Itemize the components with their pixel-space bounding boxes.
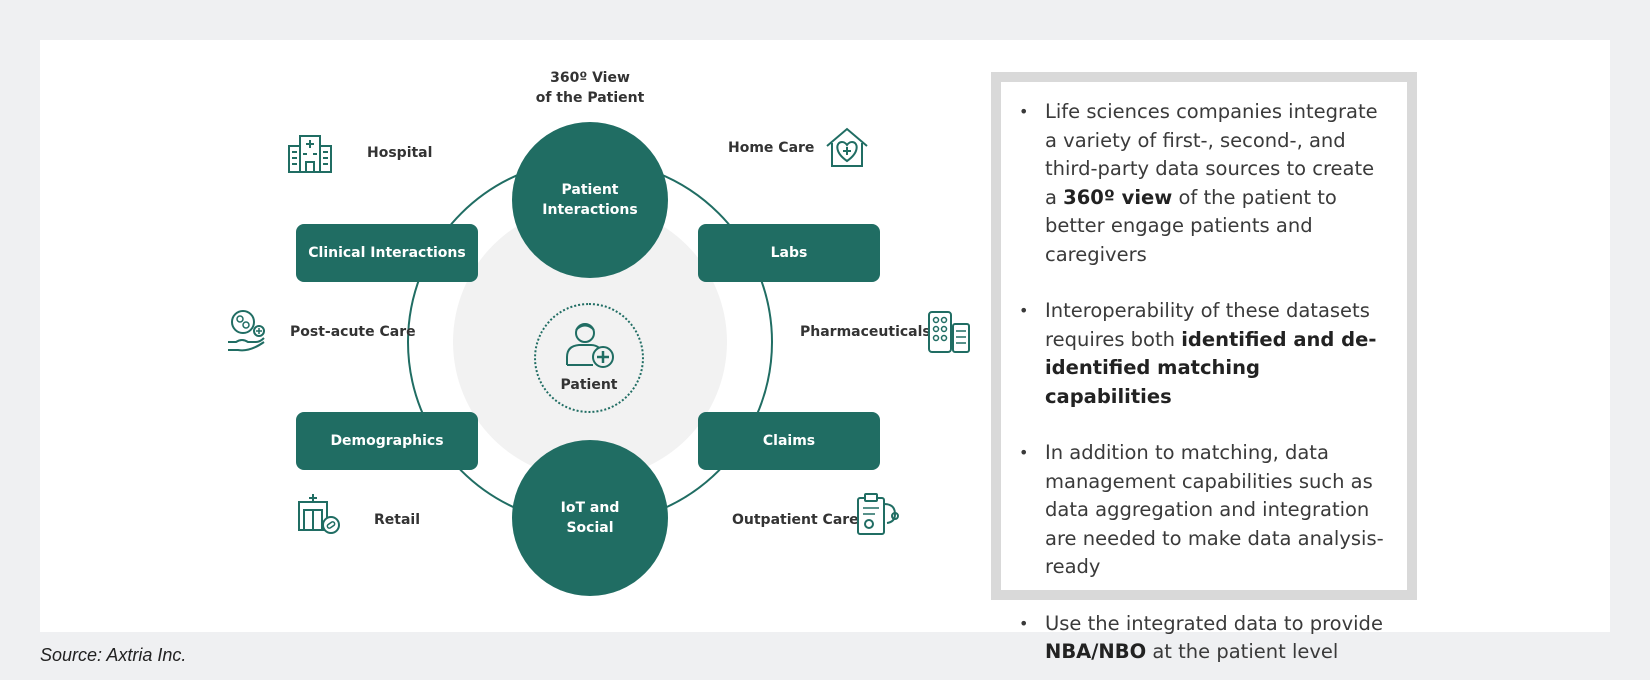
labs-node: Labs <box>698 224 880 282</box>
key-point-2-emphasis: identified and de-identified matching ca… <box>1045 327 1377 408</box>
post-acute-care-icon <box>228 310 265 352</box>
key-point-4-text: Use the integrated data to provide <box>1045 611 1383 635</box>
demographics-node: Demographics <box>296 412 478 470</box>
key-point-1-text: Life sciences companies integrate a vari… <box>1045 100 1378 209</box>
bullet-dot: • <box>1019 301 1029 320</box>
key-point-2-text: Interoperability of these datasets requi… <box>1045 299 1370 351</box>
source-label: Source <box>40 645 98 665</box>
key-point-4: • Use the integrated data to provide NBA/… <box>1015 610 1387 667</box>
outpatient-care-icon <box>857 493 899 535</box>
pharmaceuticals-icon <box>928 311 970 353</box>
hospital-label: Hospital <box>367 145 433 161</box>
iot-social-line-2: Social <box>566 520 614 536</box>
home-care-icon <box>826 127 868 167</box>
post-acute-care-label: Post-acute Care <box>290 324 416 340</box>
key-point-4-emphasis: NBA/NBO <box>1045 640 1147 663</box>
patient-icon <box>566 323 614 368</box>
key-point-3-text: In addition to matching, data management… <box>1045 441 1384 578</box>
bullet-dot: • <box>1019 443 1029 462</box>
patient-label: Patient <box>560 377 618 393</box>
key-point-1: • Life sciences companies integrate a var… <box>1015 98 1387 269</box>
top-caption-line-1: 360º View <box>550 70 630 86</box>
key-points-panel: • Life sciences companies integrate a var… <box>991 72 1417 663</box>
home-care-label: Home Care <box>728 140 815 156</box>
retail-label: Retail <box>374 512 421 528</box>
bullet-dot: • <box>1019 613 1029 633</box>
source-credit: Source: Axtria Inc. <box>40 645 186 666</box>
key-point-3: • In addition to matching, data managemen… <box>1015 439 1387 582</box>
patient-interactions-line-1: Patient <box>561 182 619 198</box>
key-point-1-emphasis: 360º view <box>1063 185 1173 209</box>
iot-social-line-1: IoT and <box>560 500 620 516</box>
source-separator: : <box>97 645 107 665</box>
infographic-card: 360º View of the Patient Patient Interac… <box>40 40 1610 663</box>
key-point-2: • Interoperability of these datasets requ… <box>1015 297 1387 411</box>
hospital-icon <box>288 135 332 173</box>
key-point-4-text-end: at the patient level <box>1146 640 1339 663</box>
outpatient-care-label: Outpatient Care <box>732 512 859 528</box>
key-points-list: • Life sciences companies integrate a var… <box>1001 82 1407 667</box>
patient-interactions-node: Patient Interactions <box>512 122 668 278</box>
pharmaceuticals-label: Pharmaceuticals <box>800 324 931 340</box>
claims-node: Claims <box>698 412 880 470</box>
top-caption-line-2: of the Patient <box>535 90 645 106</box>
key-point-1-text-end: of the patient to better engage patients… <box>1045 185 1337 266</box>
patient-interactions-line-2: Interactions <box>542 202 638 218</box>
patient-hub: Patient <box>534 303 644 413</box>
clinical-interactions-node: Clinical Interactions <box>296 224 478 282</box>
bullet-dot: • <box>1019 102 1029 121</box>
retail-icon <box>298 494 340 534</box>
top-caption: 360º View of the Patient <box>530 68 650 108</box>
patient-360-diagram: 360º View of the Patient Patient Interac… <box>40 40 1040 632</box>
iot-social-node: IoT and Social <box>512 440 668 596</box>
source-name: Axtria Inc. <box>106 645 187 665</box>
